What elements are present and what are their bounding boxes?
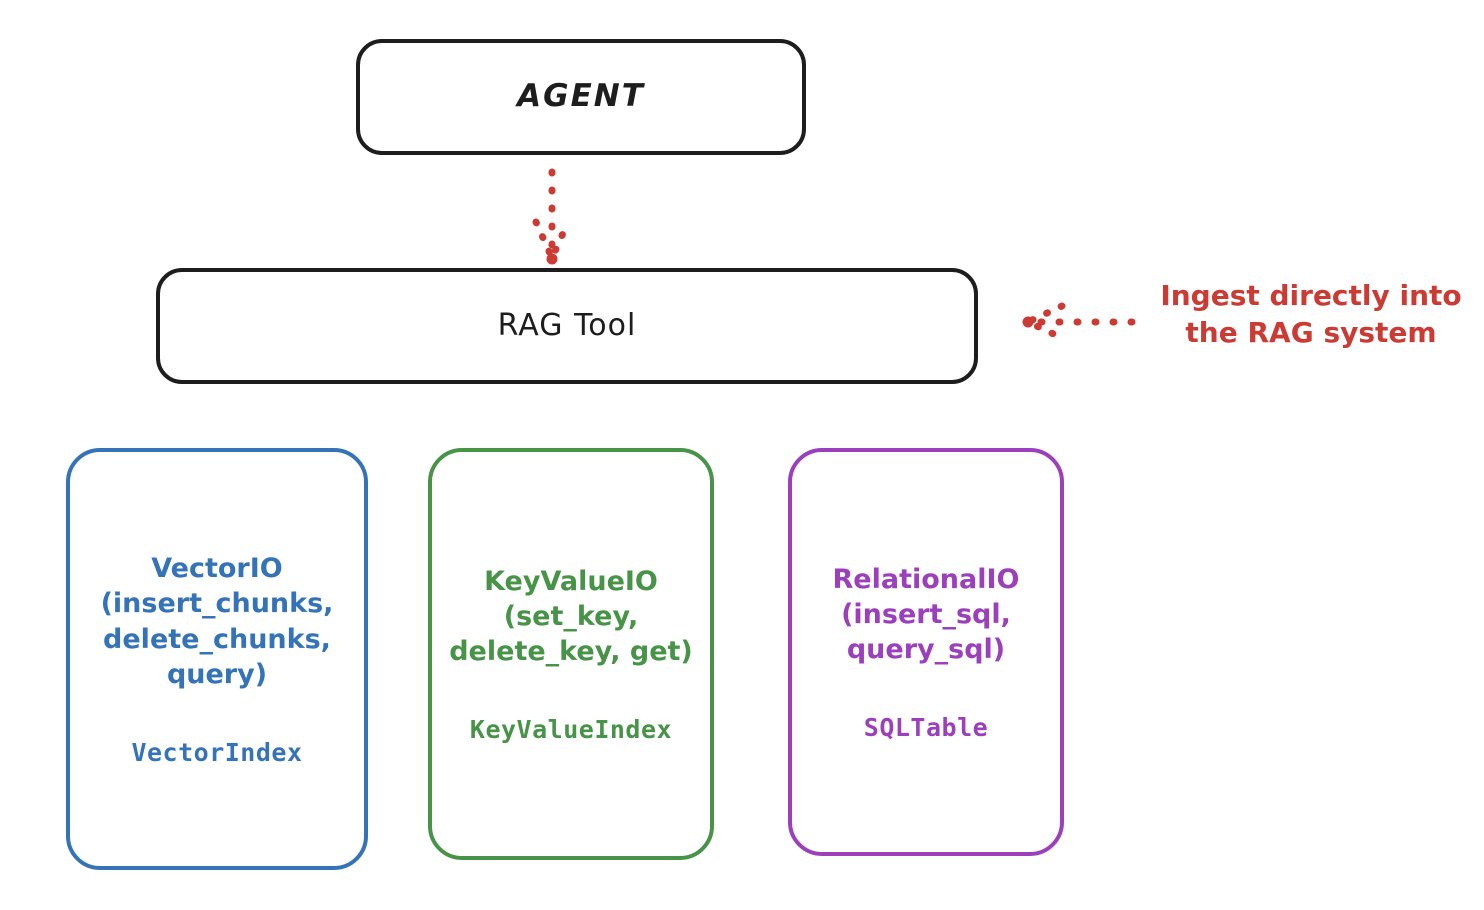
key-value-io-api-label: KeyValueIO (set_key, delete_key, get): [449, 565, 693, 668]
relational-io-index-label: SQLTable: [863, 713, 989, 743]
rag-tool-node-label: RAG Tool: [497, 308, 637, 344]
ingest-annotation: Ingest directly into the RAG system: [1160, 279, 1462, 349]
vector-io-index-label: VectorIndex: [131, 737, 303, 767]
relational-io-node[interactable]: RelationalIO (insert_sql, query_sql) SQL…: [788, 448, 1064, 856]
connector-agent-to-rag-tool: [532, 168, 572, 265]
relational-io-api-label: RelationalIO (insert_sql, query_sql): [832, 563, 1020, 666]
connector-ingest-to-rag-tool: [1022, 302, 1136, 342]
rag-tool-node[interactable]: RAG Tool: [156, 268, 978, 384]
agent-node-label: AGENT: [517, 78, 645, 115]
vector-io-api-label: VectorIO (insert_chunks, delete_chunks, …: [100, 553, 334, 690]
agent-node[interactable]: AGENT: [356, 39, 806, 155]
key-value-io-index-label: KeyValueIndex: [469, 715, 673, 745]
vector-io-node[interactable]: VectorIO (insert_chunks, delete_chunks, …: [66, 448, 368, 870]
key-value-io-node[interactable]: KeyValueIO (set_key, delete_key, get) Ke…: [428, 448, 714, 860]
